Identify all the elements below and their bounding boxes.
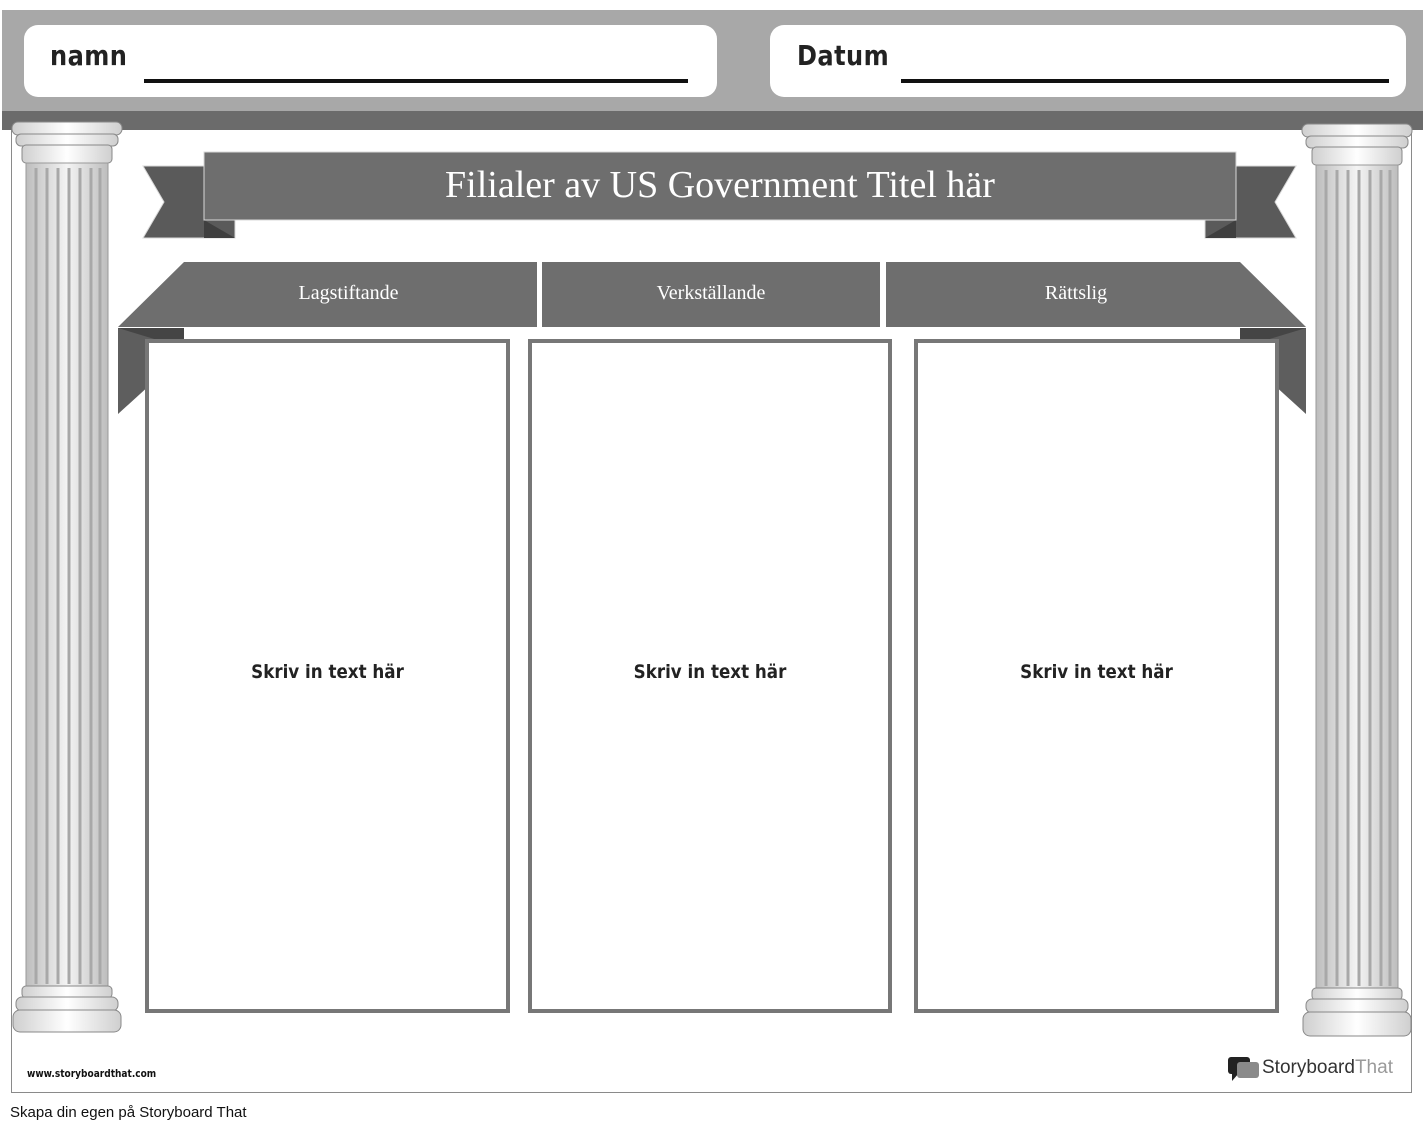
text-box-placeholder: Skriv in text här (1020, 661, 1173, 683)
header-shadow-bar (2, 111, 1423, 130)
branch-label-executive[interactable]: Verkställande (656, 282, 766, 304)
name-field[interactable]: namn (24, 25, 717, 97)
storyboardthat-logo-icon (1228, 1057, 1259, 1081)
date-field[interactable]: Datum (770, 25, 1406, 97)
title-banner (203, 151, 1237, 221)
branch-banner-left (118, 262, 537, 327)
branch-banner-right (886, 262, 1306, 327)
pillar-right (1301, 123, 1413, 1037)
text-box-judicial[interactable]: Skriv in text här (914, 339, 1279, 1013)
text-box-placeholder: Skriv in text här (251, 661, 404, 683)
logo-primary-text: Storyboard (1262, 1057, 1355, 1078)
text-box-placeholder: Skriv in text här (633, 661, 787, 683)
date-write-line[interactable] (901, 79, 1389, 83)
branch-label-legislative[interactable]: Lagstiftande (298, 282, 399, 304)
name-label: namn (50, 39, 128, 72)
date-label: Datum (797, 39, 890, 72)
watermark-url: www.storyboardthat.com (27, 1067, 157, 1080)
storyboardthat-logo: StoryboardThat (1262, 1057, 1393, 1079)
branch-banner-middle (542, 262, 880, 327)
worksheet-title[interactable]: Filialer av US Government Titel här (445, 164, 995, 206)
text-box-executive[interactable]: Skriv in text här (528, 339, 892, 1013)
text-box-legislative[interactable]: Skriv in text här (145, 339, 510, 1013)
branch-label-judicial[interactable]: Rättslig (1044, 282, 1108, 304)
footer-text[interactable]: Skapa din egen på Storyboard That (10, 1104, 247, 1121)
logo-secondary-text: That (1354, 1057, 1393, 1078)
pillar-left (11, 121, 123, 1033)
name-write-line[interactable] (144, 79, 688, 83)
